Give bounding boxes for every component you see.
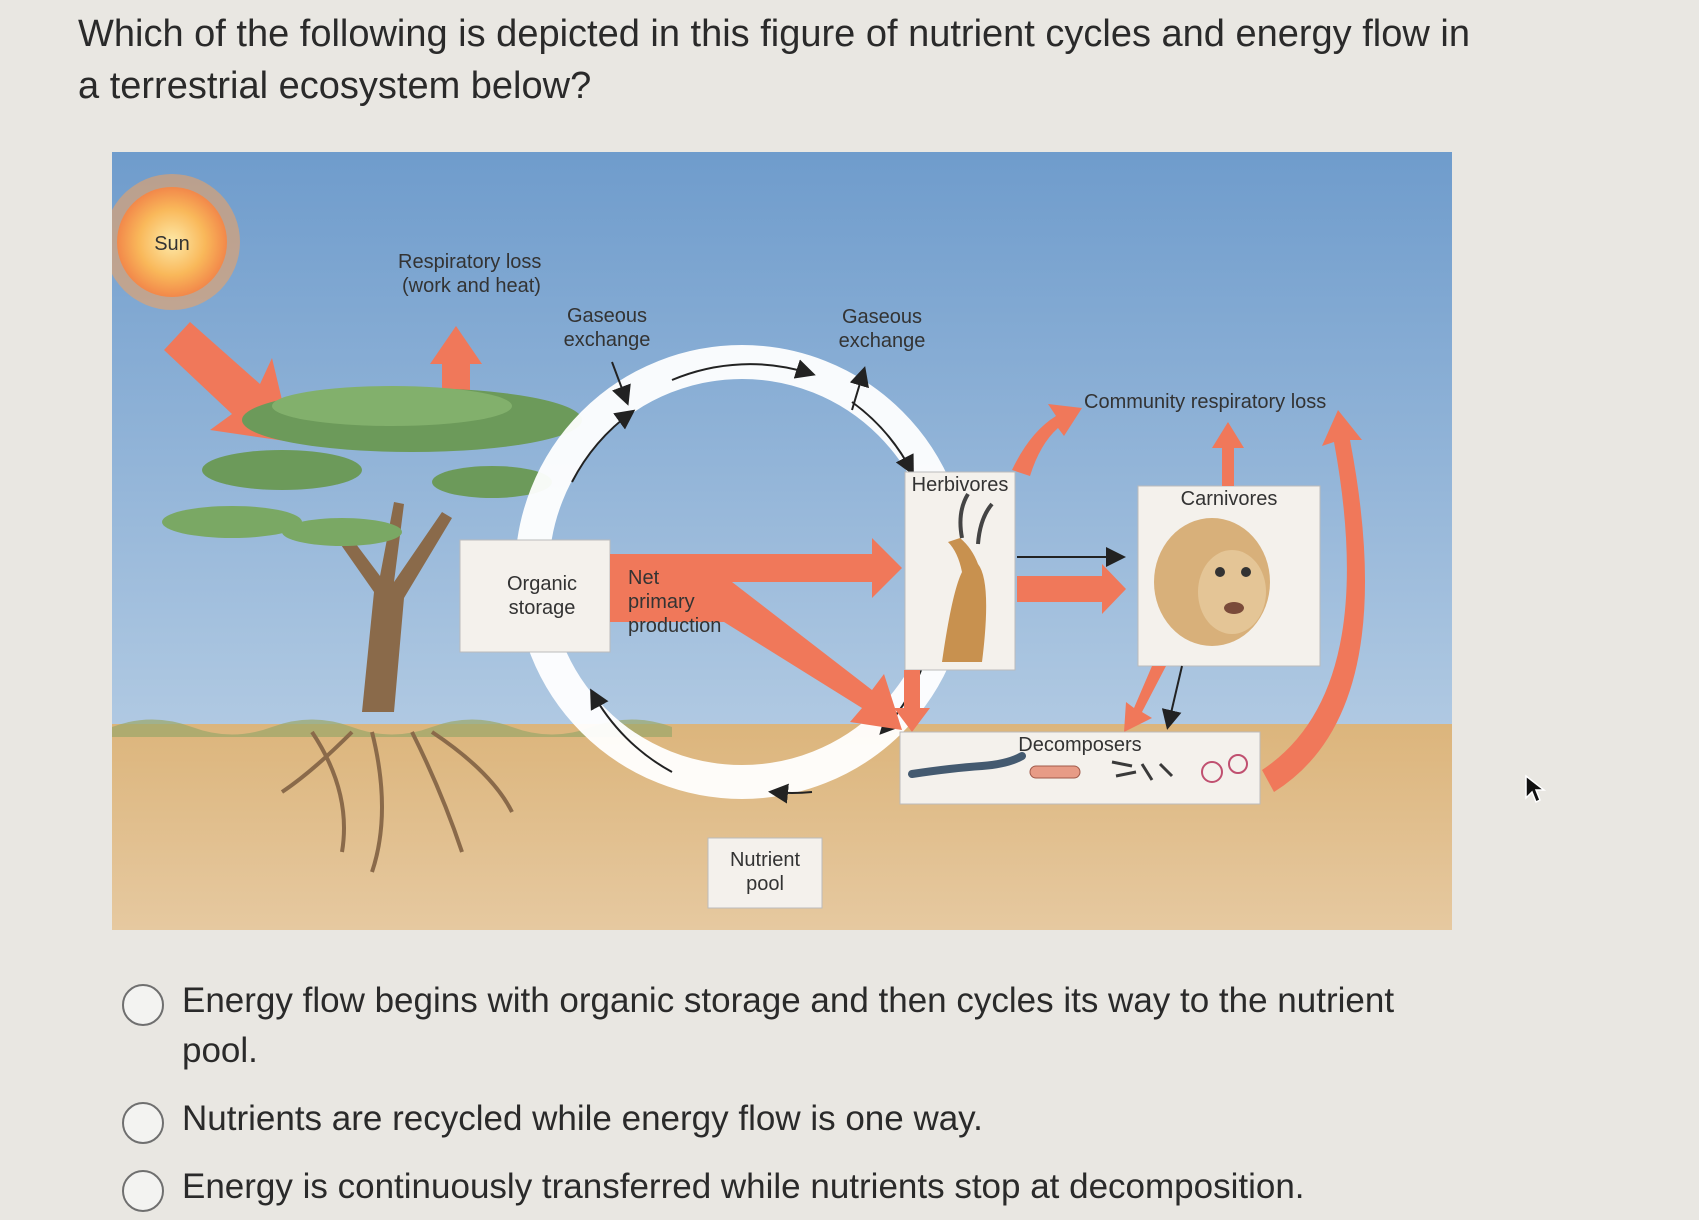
respiratory-loss-arrow bbox=[430, 326, 482, 402]
npp-label-1: Net bbox=[628, 567, 660, 589]
nutrient-pool-label: Nutrient bbox=[730, 849, 800, 871]
gaseous-exchange-left-arrow bbox=[611, 361, 631, 406]
herbivores-to-decomposers-arrow bbox=[894, 670, 930, 732]
option-2-text: Nutrients are recycled while energy flow… bbox=[182, 1099, 983, 1138]
herbivores-to-carnivores-energy-arrow bbox=[1017, 564, 1126, 614]
organic-storage-box bbox=[459, 539, 611, 653]
npp-to-herbivores-arrow bbox=[610, 538, 902, 598]
gaseous-exchange-left-sublabel: exchange bbox=[564, 329, 651, 351]
acacia-tree-icon bbox=[162, 386, 582, 873]
lion-icon bbox=[1154, 518, 1270, 646]
npp-label-3: production bbox=[628, 615, 721, 637]
mouse-cursor-icon bbox=[1525, 774, 1546, 804]
decomposers-label: Decomposers bbox=[1018, 734, 1141, 756]
grass-strip bbox=[112, 719, 672, 737]
ecosystem-diagram: Sun Respiratory loss (work and heat) bbox=[112, 152, 1452, 930]
radio-button-option-2[interactable] bbox=[122, 1102, 164, 1144]
respiratory-loss-sublabel: (work and heat) bbox=[402, 275, 541, 297]
organic-storage-label: Organic bbox=[507, 573, 577, 595]
carnivores-to-decomposers-arrow bbox=[1124, 666, 1166, 732]
nutrient-pool-box bbox=[707, 837, 823, 909]
gaseous-exchange-left-label: Gaseous bbox=[567, 305, 647, 327]
nutrient-pool-sublabel: pool bbox=[746, 873, 784, 895]
herbivores-label: Herbivores bbox=[912, 474, 1009, 496]
sun-icon bbox=[112, 174, 240, 310]
organic-storage-sublabel: storage bbox=[509, 597, 576, 619]
npp-to-decomposers-arrow bbox=[610, 582, 902, 730]
respiratory-loss-label: Respiratory loss bbox=[398, 251, 541, 273]
sun-label: Sun bbox=[154, 233, 190, 255]
option-1[interactable]: Energy flow begins with organic storage … bbox=[120, 976, 1462, 1076]
carnivore-respiratory-loss-arrow bbox=[1212, 422, 1244, 486]
gaseous-exchange-right-sublabel: exchange bbox=[839, 330, 926, 352]
ecosystem-figure: Sun Respiratory loss (work and heat) bbox=[112, 152, 1452, 930]
option-3[interactable]: Energy is continuously transferred while… bbox=[120, 1162, 1462, 1212]
question-text: Which of the following is depicted in th… bbox=[78, 13, 1470, 107]
option-3-text: Energy is continuously transferred while… bbox=[182, 1167, 1305, 1206]
gazelle-icon bbox=[942, 492, 994, 662]
npp-label-2: primary bbox=[628, 591, 695, 613]
community-respiratory-loss-label: Community respiratory loss bbox=[1084, 391, 1326, 413]
gaseous-exchange-right-arrow bbox=[849, 366, 869, 411]
option-2[interactable]: Nutrients are recycled while energy flow… bbox=[120, 1094, 1462, 1144]
decomposer-organisms-icon bbox=[908, 752, 1248, 783]
radio-button-option-1[interactable] bbox=[122, 984, 164, 1026]
gaseous-exchange-right-label: Gaseous bbox=[842, 306, 922, 328]
herbivore-respiratory-loss-arrow bbox=[1012, 404, 1082, 476]
decomposer-respiratory-loss-arrow bbox=[1262, 410, 1366, 792]
carnivores-label: Carnivores bbox=[1181, 488, 1278, 510]
radio-button-option-3[interactable] bbox=[122, 1170, 164, 1212]
carnivores-to-decomposers-nutrient-arrow bbox=[1161, 665, 1183, 730]
option-1-text: Energy flow begins with organic storage … bbox=[182, 981, 1395, 1070]
